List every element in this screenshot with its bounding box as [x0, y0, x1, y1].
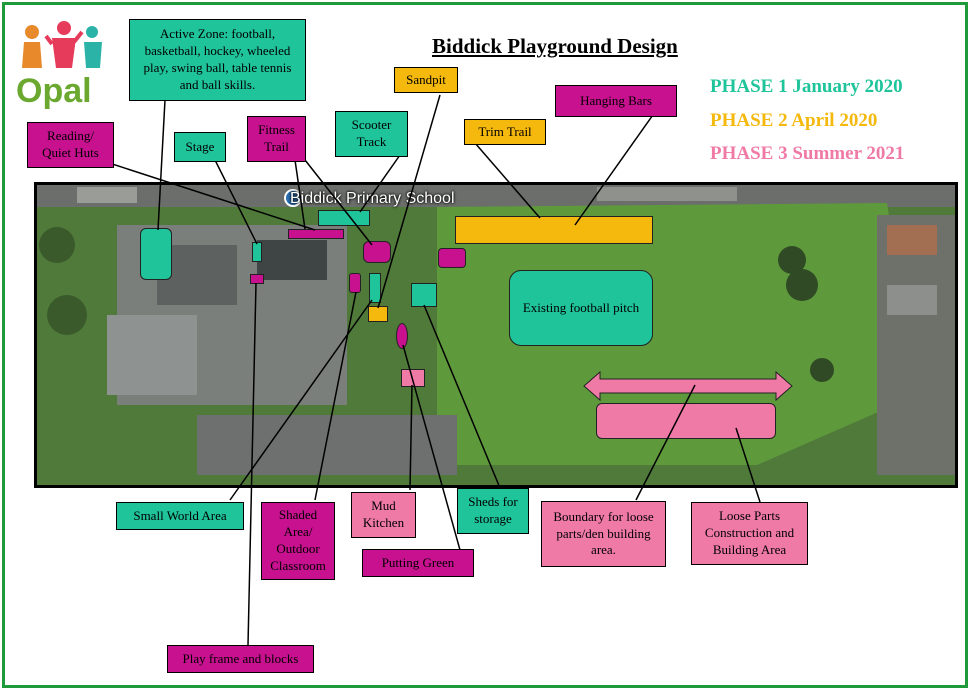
football-pitch-label: Existing football pitch: [522, 300, 640, 315]
boundary-label: Boundary for loose parts/den building ar…: [541, 501, 666, 567]
trim-trail-marker: [455, 216, 653, 244]
putting-green-marker: [396, 323, 408, 349]
active-zone-marker: [140, 228, 172, 280]
mud-kitchen-marker: [401, 369, 425, 387]
shaded-area-marker: [349, 273, 361, 293]
scooter-track-label: Scooter Track: [335, 111, 408, 157]
opal-logo: Opal: [16, 21, 102, 110]
fitness-trail-marker: [363, 241, 391, 263]
phase-1-label: PHASE 1 January 2020: [710, 76, 903, 97]
trim-trail-label: Trim Trail: [464, 119, 546, 145]
hanging-bars-label: Hanging Bars: [555, 85, 677, 117]
stage-marker: [252, 242, 262, 262]
hanging-bars-marker: [438, 248, 466, 268]
loose-parts-marker: [596, 403, 776, 439]
stage-label: Stage: [174, 132, 226, 162]
phase-3-label: PHASE 3 Summer 2021: [710, 143, 905, 164]
sandpit-marker: [368, 306, 388, 322]
loose-parts-label: Loose Parts Construction and Building Ar…: [691, 502, 808, 565]
reading-huts-label: Reading/ Quiet Huts: [27, 122, 114, 168]
play-frame-marker: [250, 274, 264, 284]
reading-huts-marker: [288, 229, 344, 239]
phase-2-label: PHASE 2 April 2020: [710, 110, 878, 131]
play-frame-label: Play frame and blocks: [167, 645, 314, 673]
sandpit-label: Sandpit: [394, 67, 458, 93]
football-pitch-marker: Existing football pitch: [509, 270, 653, 346]
mud-kitchen-label: Mud Kitchen: [351, 492, 416, 538]
fitness-trail-label: Fitness Trail: [247, 116, 306, 162]
logo-text: Opal: [16, 72, 92, 110]
sheds-marker: [411, 283, 437, 307]
scooter-track-marker: [318, 210, 370, 226]
active-zone-label: Active Zone: football, basketball, hocke…: [129, 19, 306, 101]
shaded-area-label: Shaded Area/ Outdoor Classroom: [261, 502, 335, 580]
small-world-label: Small World Area: [116, 502, 244, 530]
sheds-label: Sheds for storage: [457, 488, 529, 534]
map-place-label: Biddick Primary School: [290, 190, 455, 207]
page-title: Biddick Playground Design: [432, 34, 678, 58]
boundary-arrow-icon: [583, 370, 793, 402]
small-world-marker: [369, 273, 381, 303]
putting-green-label: Putting Green: [362, 549, 474, 577]
